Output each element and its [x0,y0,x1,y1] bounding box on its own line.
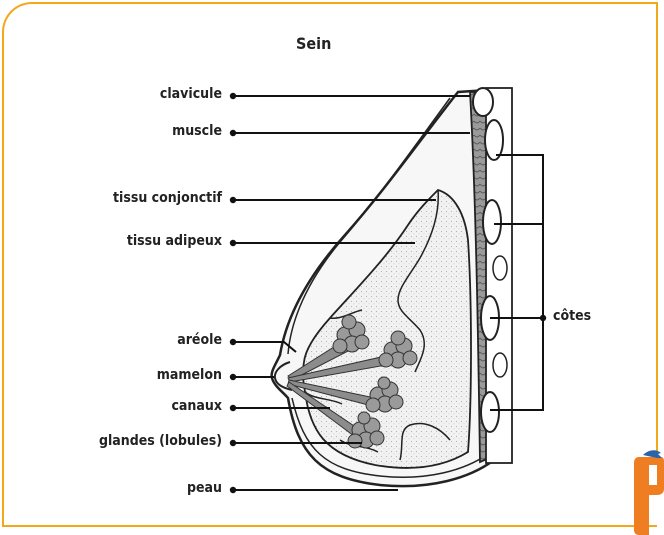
p-logo-icon [631,449,664,535]
rib-1 [473,88,493,116]
label-tissu-adipeux: tissu adipeux [127,233,222,249]
label-glandes: glandes (lobules) [99,433,222,449]
label-canaux: canaux [171,398,222,414]
rib-small-1 [493,256,507,280]
label-peau: peau [187,480,222,496]
label-areole: aréole [177,332,222,348]
rib-5 [481,392,499,432]
rib-small-2 [493,353,507,377]
label-muscle: muscle [172,123,222,139]
label-mamelon: mamelon [157,367,222,383]
rib-3 [483,200,501,244]
label-cotes: côtes [553,308,591,324]
label-tissu-conjonctif: tissu conjonctif [113,190,222,206]
label-clavicule: clavicule [160,86,222,102]
